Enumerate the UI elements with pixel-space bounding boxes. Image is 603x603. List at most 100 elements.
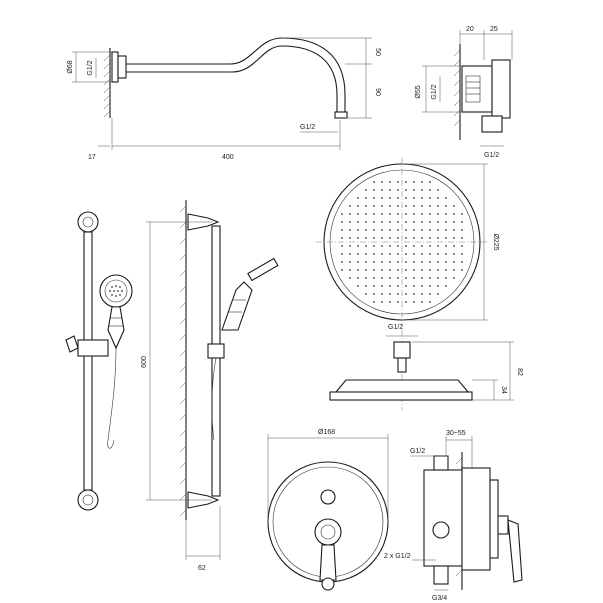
mixer-front-view: Ø168 [267, 429, 389, 591]
nozzle-dot [437, 293, 439, 295]
nozzle-dot [397, 277, 399, 279]
nozzle-dot [421, 269, 423, 271]
nozzle-dot [365, 277, 367, 279]
nozzle-dot [389, 293, 391, 295]
nozzle-dot [461, 237, 463, 239]
nozzle-dot [453, 253, 455, 255]
dim-dia-225: Ø225 [492, 233, 499, 250]
nozzle-dot [349, 205, 351, 207]
nozzle-dot [445, 245, 447, 247]
nozzle-dot [405, 221, 407, 223]
nozzle-dot [421, 229, 423, 231]
dim-thread-g12-bottom: G1/2 [484, 152, 499, 159]
dim-range-30-55: 30~55 [446, 430, 466, 437]
nozzle-dot [421, 285, 423, 287]
nozzle-dot [365, 237, 367, 239]
dim-depth-62: 62 [198, 565, 206, 572]
nozzle-dot [445, 205, 447, 207]
nozzle-dot [445, 221, 447, 223]
nozzle-dot [397, 181, 399, 183]
nozzle-dot [381, 293, 383, 295]
nozzle-dot [405, 229, 407, 231]
nozzle-dot [365, 269, 367, 271]
nozzle-dot [373, 269, 375, 271]
nozzle-dot [453, 213, 455, 215]
nozzle-dot [413, 253, 415, 255]
nozzle-dot [429, 237, 431, 239]
nozzle-dot [429, 213, 431, 215]
nozzle-dot [405, 293, 407, 295]
nozzle-dot [389, 237, 391, 239]
mixer-side-view: G1/2 30~55 2 x G1/2 G3/4 [384, 430, 523, 602]
nozzle-dot [373, 189, 375, 191]
nozzle-dot [445, 237, 447, 239]
nozzle-dot [381, 269, 383, 271]
nozzle-dot [421, 189, 423, 191]
nozzle-dot [389, 301, 391, 303]
nozzle-dot [413, 277, 415, 279]
nozzle-dot [445, 229, 447, 231]
nozzle-dot [341, 253, 343, 255]
nozzle-dot [453, 205, 455, 207]
nozzle-dot [461, 269, 463, 271]
nozzle-dot [405, 269, 407, 271]
dim-thread-g12-side: G1/2 [431, 84, 438, 99]
nozzle-dot [445, 261, 447, 263]
nozzle-dot [357, 213, 359, 215]
nozzle-dot [341, 237, 343, 239]
nozzle-dot [357, 261, 359, 263]
nozzle-dot [381, 181, 383, 183]
nozzle-dot [453, 229, 455, 231]
nozzle-dot [365, 189, 367, 191]
nozzle-dot [341, 261, 343, 263]
nozzle-dot [437, 197, 439, 199]
nozzle-dot [421, 197, 423, 199]
nozzle-dot [405, 261, 407, 263]
nozzle-dot [389, 189, 391, 191]
nozzle-dot [429, 301, 431, 303]
nozzle-dot [381, 221, 383, 223]
nozzle-dot [357, 253, 359, 255]
nozzle-dot [421, 213, 423, 215]
nozzle-dot [429, 269, 431, 271]
nozzle-dot [413, 285, 415, 287]
nozzle-dot [445, 253, 447, 255]
nozzle-dot [373, 261, 375, 263]
nozzle-dot [365, 205, 367, 207]
nozzle-dot [461, 253, 463, 255]
dim-height-50: 50 [374, 48, 381, 56]
nozzle-dot [429, 205, 431, 207]
nozzle-dot [429, 189, 431, 191]
nozzle-dot [429, 229, 431, 231]
nozzle-dot [437, 269, 439, 271]
nozzle-dot [405, 213, 407, 215]
nozzle-dot [437, 221, 439, 223]
dim-thread-g12-top: G1/2 [410, 448, 425, 455]
nozzle-dot [389, 197, 391, 199]
nozzle-dot [341, 221, 343, 223]
nozzle-dot [421, 261, 423, 263]
dim-dia-168: Ø168 [318, 429, 335, 436]
nozzle-dot [413, 301, 415, 303]
nozzle-dot [405, 253, 407, 255]
nozzle-dot [381, 197, 383, 199]
nozzle-dot [349, 229, 351, 231]
nozzle-dot [421, 253, 423, 255]
nozzle-dot [437, 237, 439, 239]
nozzle-dot [389, 285, 391, 287]
rain-head-view: Ø225 G1/2 82 34 [316, 158, 523, 410]
nozzle-dot [445, 277, 447, 279]
nozzle-dot [413, 261, 415, 263]
dim-offset-17: 17 [88, 154, 96, 161]
dim-dia-55: Ø55 [415, 85, 422, 98]
nozzle-dot [397, 245, 399, 247]
nozzle-dot [389, 261, 391, 263]
nozzle-dot [413, 205, 415, 207]
nozzle-dot [373, 245, 375, 247]
nozzle-dot [357, 237, 359, 239]
nozzle-dot [381, 245, 383, 247]
nozzle-dot [405, 277, 407, 279]
slide-rail-front-view [65, 211, 133, 511]
nozzle-dot [429, 261, 431, 263]
